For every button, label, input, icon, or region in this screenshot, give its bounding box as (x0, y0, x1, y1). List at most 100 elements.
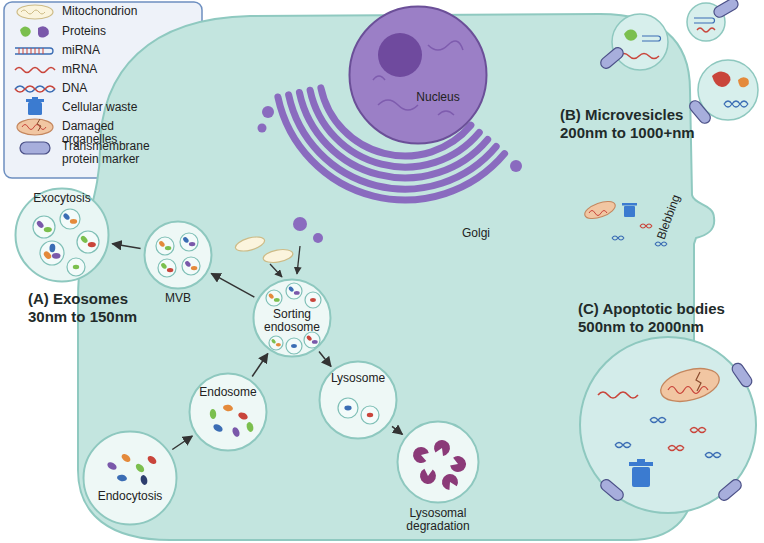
circle-outline (223, 404, 234, 412)
category-title: (A) Exosomes (28, 290, 128, 308)
apoptotic-body (598, 392, 638, 398)
node-label: Lysosome (318, 372, 398, 385)
circle-outline (120, 452, 132, 463)
damaged-organelle (583, 198, 667, 246)
transport-arrow (270, 246, 300, 277)
circle-outline (450, 456, 466, 472)
circle-outline (310, 298, 316, 302)
flow-arrow (211, 273, 254, 297)
apoptotic-body (690, 428, 706, 433)
circle-outline (117, 474, 128, 482)
circle-outline (62, 212, 70, 221)
legend-icons (15, 86, 55, 92)
circle-outline (398, 422, 479, 503)
apoptotic-body (705, 453, 721, 458)
circle-outline (40, 241, 64, 265)
node-label: MVB (143, 292, 213, 305)
circle-outline (49, 244, 55, 253)
microvesicle (624, 30, 637, 41)
circle-outline (396, 420, 480, 504)
circle-outline (143, 220, 213, 290)
microvesicle (619, 54, 659, 59)
circle-outline (246, 421, 255, 432)
node-label: Nucleus (403, 91, 473, 104)
circle-outline (276, 343, 281, 346)
circle-outline (60, 209, 80, 229)
circle-outline (442, 474, 458, 490)
circle-outline (420, 469, 436, 484)
circle-outline (231, 426, 241, 438)
mvb-circle: MVB (143, 220, 213, 290)
circle-outline (84, 432, 177, 525)
node-label: Exocytosis (24, 192, 100, 205)
flow-arrow (252, 354, 268, 377)
circle-outline (44, 227, 52, 232)
circle-outline (348, 5, 488, 145)
legend-icons (22, 125, 46, 130)
size-range: 500nm to 2000nm (578, 318, 704, 336)
mitochondrion (234, 234, 294, 264)
circle-outline (16, 189, 109, 282)
flow-arrow (319, 352, 331, 367)
apoptotic-body (629, 462, 653, 466)
circle-outline (350, 7, 487, 144)
circle-outline (33, 216, 55, 238)
category-title: (C) Apoptotic bodies (578, 300, 725, 318)
transport-arrow (270, 264, 282, 277)
legend-icons (28, 102, 42, 115)
circle-outline (165, 246, 171, 250)
circle-outline (158, 240, 166, 248)
circle-outline (288, 286, 295, 293)
degradation-circle: Lysosomal degradation (396, 420, 480, 504)
apoptotic-body (650, 418, 666, 423)
legend-text: Cellular waste (62, 101, 172, 114)
legend-icons (17, 5, 53, 19)
node-label: Endosome (188, 386, 268, 399)
circle-outline (188, 372, 268, 452)
circle-outline (304, 332, 320, 348)
microvesicle (687, 99, 712, 126)
circle-outline (209, 409, 216, 420)
circle-outline (182, 236, 190, 244)
circle-outline (73, 265, 79, 269)
size-range: 30nm to 150nm (28, 308, 137, 326)
circle-outline (88, 242, 96, 247)
golgi-vesicle (293, 217, 307, 231)
circle-outline (266, 290, 282, 306)
circle-outline (167, 268, 173, 272)
circle-outline (106, 461, 118, 472)
circle-outline (286, 338, 302, 354)
legend-icons (21, 10, 45, 14)
microvesicle (738, 77, 749, 87)
circle-outline (413, 447, 429, 463)
microvesicle (599, 45, 626, 70)
circle-outline (184, 260, 192, 268)
circle-outline (212, 423, 224, 434)
apoptotic-body (657, 363, 723, 408)
size-range: 200nm to 1000+nm (560, 124, 695, 142)
circle-outline (237, 411, 249, 421)
circle-outline (312, 340, 318, 344)
damaged-organelle (622, 203, 637, 206)
legend-icons (32, 97, 38, 99)
legend-icons (15, 48, 53, 54)
exocytosis-vesicle: Exocytosis (14, 187, 110, 283)
microvesicle (712, 0, 740, 19)
legend-icons (20, 142, 50, 154)
mitochondrion (262, 247, 294, 264)
node-label: Lysosomal degradation (386, 507, 490, 533)
circle-outline (158, 259, 176, 277)
circle-outline (268, 293, 275, 300)
golgi-vesicle (313, 233, 323, 243)
circle-outline (305, 292, 321, 308)
circle-outline (286, 283, 302, 299)
circle-outline (254, 280, 331, 357)
golgi-vesicle (510, 160, 522, 172)
legend-icons (17, 119, 53, 135)
legend-icons (37, 119, 41, 131)
nucleus: Nucleus (348, 5, 488, 145)
sorting-endosome: Sorting endosome (252, 278, 332, 358)
circle-outline (191, 266, 197, 270)
damaged-organelle (624, 206, 635, 217)
